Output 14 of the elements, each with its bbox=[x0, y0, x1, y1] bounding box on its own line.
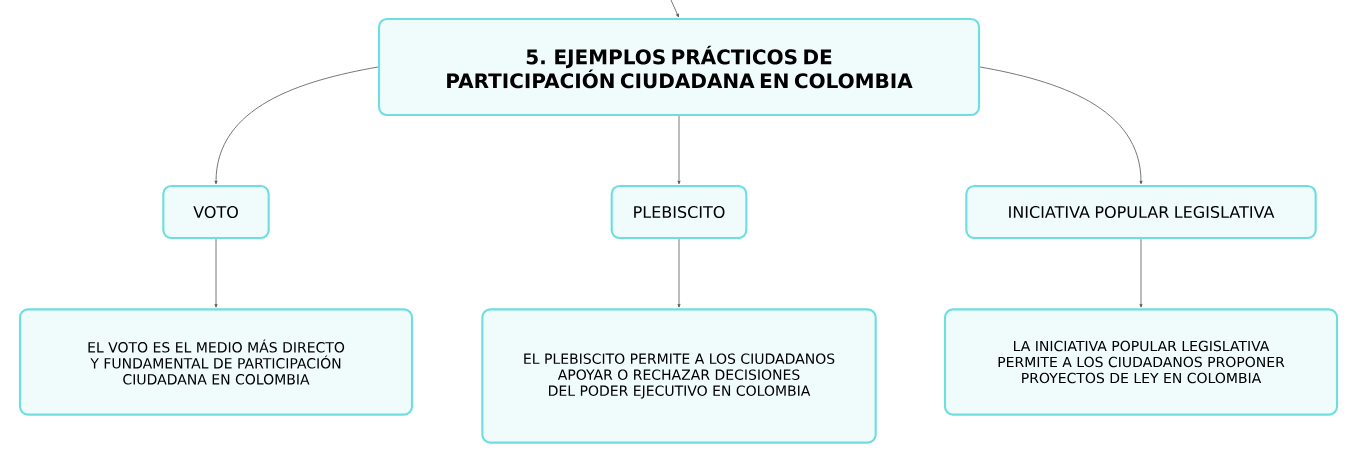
arrow bbox=[670, 0, 679, 18]
title-box: 5. EJEMPLOS PRÁCTICOS DE PARTICIPACIÓN CIUDADANA EN COLOMBIA bbox=[377, 17, 981, 117]
topic-box: INICIATIVA POPULAR LEGISLATIVA bbox=[965, 184, 1317, 240]
topic-box: VOTO bbox=[162, 184, 270, 240]
arrow bbox=[677, 238, 681, 308]
arrow bbox=[1139, 238, 1143, 308]
arrow bbox=[214, 238, 218, 308]
arrow bbox=[979, 66, 1143, 185]
description-box: EL PLEBISCITO PERMITE A LOS CIUDADANOS APOYAR O RECHAZAR DECISIONES DEL PODER EJECUTIVO EN COLOMBIA bbox=[481, 308, 877, 444]
topic-box: PLEBISCITO bbox=[610, 184, 748, 240]
description-box: EL VOTO ES EL MEDIO MÁS DIRECTO Y FUNDAMENTAL DE PARTICIPACIÓN CIUDADANA EN COLOMBIA bbox=[18, 308, 414, 416]
arrow bbox=[214, 66, 379, 185]
description-box: LA INICIATIVA POPULAR LEGISLATIVA PERMITE A LOS CIUDADANOS PROPONER PROYECTOS DE LEY EN COLOMBIA bbox=[943, 308, 1339, 416]
arrow bbox=[677, 115, 681, 185]
